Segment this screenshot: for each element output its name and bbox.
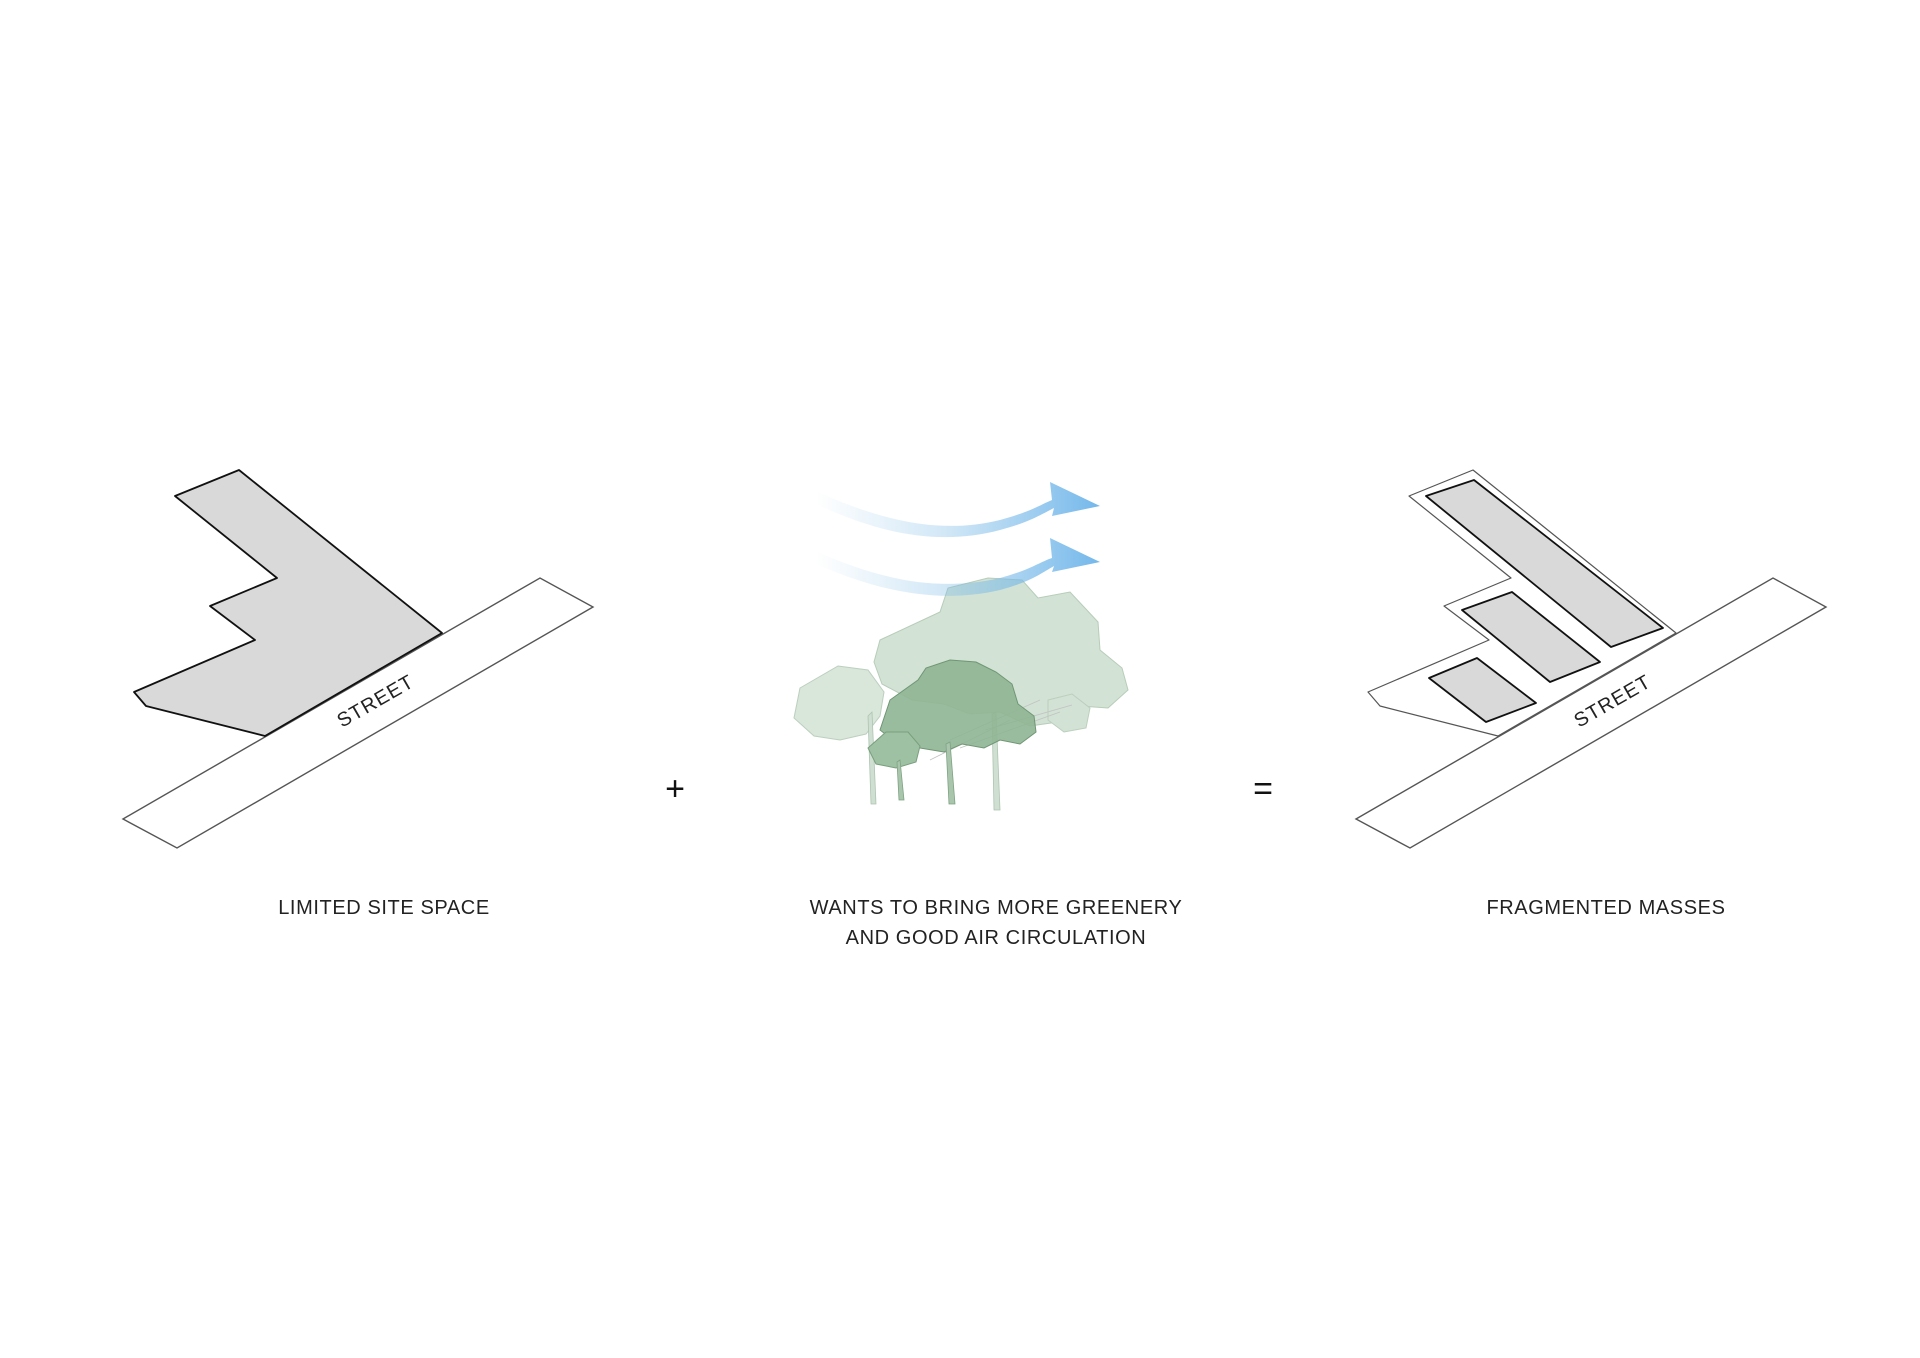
wind-arrow-lower [816,538,1100,596]
caption-text: LIMITED SITE SPACE [278,897,490,919]
tree-canopy-small [867,731,921,769]
caption-greenery-air: WANTS TO BRING MORE GREENERY AND GOOD AI… [810,893,1183,953]
tree-canopy-left [793,665,885,741]
site-plan-panel: STREET [121,469,595,849]
wind-arrow-upper [816,482,1100,538]
mass-block-medium [1461,591,1601,683]
mass-block-large [1425,479,1664,648]
site-parcel [133,469,443,737]
caption-line-1: WANTS TO BRING MORE GREENERY [809,897,1183,919]
equals-sign: = [1253,770,1273,808]
tree-trunk-dark-1 [945,741,956,805]
greenery-air-panel [793,482,1129,811]
plus-sign: + [665,770,685,808]
tree-canopy-right [1047,693,1091,733]
tree-trunk-light-1 [867,711,877,805]
street-strip [1354,577,1828,849]
caption-text: FRAGMENTED MASSES [1486,897,1726,919]
trees-illustration [793,577,1129,811]
caption-fragmented-masses: FRAGMENTED MASSES [1486,893,1725,923]
caption-limited-site-space: LIMITED SITE SPACE [278,893,490,923]
fragmented-masses-panel: STREET [1354,469,1828,849]
wind-arrows [816,482,1100,596]
mass-block-small [1428,657,1537,723]
tree-trunk-dark-2 [896,759,905,801]
street-strip [121,577,595,849]
caption-line-2: AND GOOD AIR CIRCULATION [845,927,1147,949]
